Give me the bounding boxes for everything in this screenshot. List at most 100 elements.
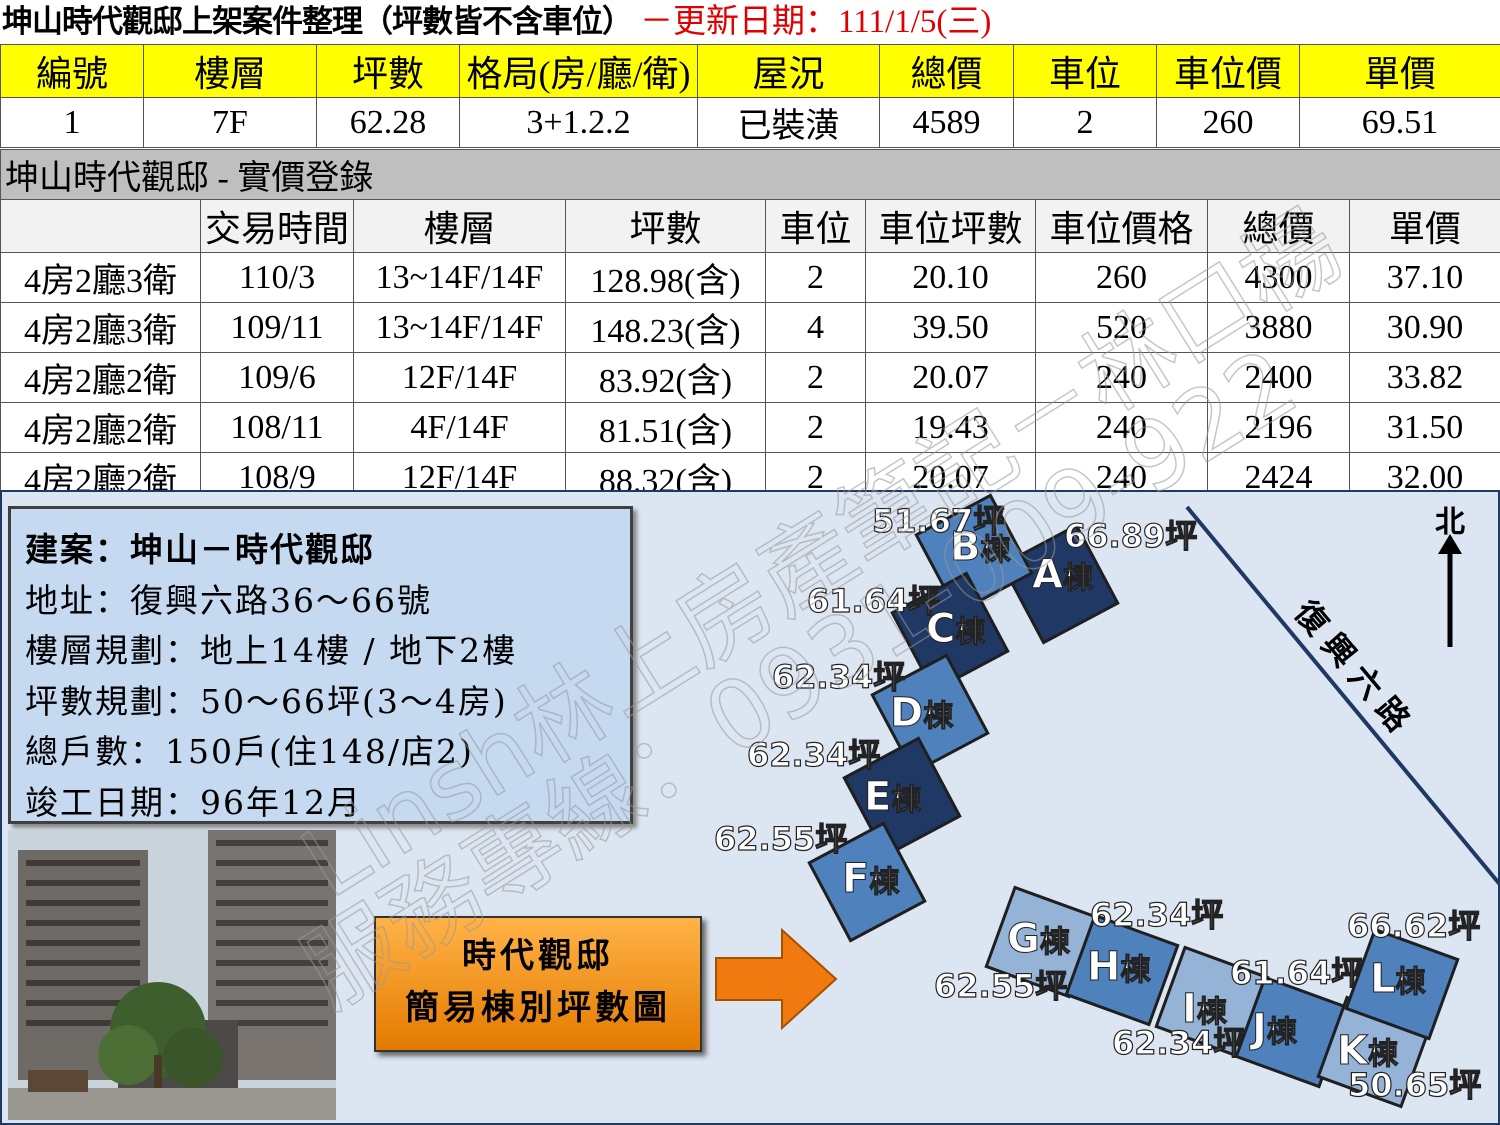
- table-cell: 12F/14F: [353, 352, 566, 403]
- col-header: 坪數: [316, 44, 460, 98]
- col-header: 車位坪數: [865, 199, 1036, 253]
- building-label-l: L棟: [1370, 956, 1427, 1002]
- listing-table: 編號 樓層 坪數 格局(房/廳/衛) 屋況 總價 車位 車位價 單價 1 7F …: [0, 44, 1500, 148]
- col-header: 車位價格: [1035, 199, 1208, 253]
- building-area-e: 62.34坪: [747, 736, 880, 774]
- table-cell: 4房2廳2衛: [0, 352, 201, 403]
- update-date: －更新日期：111/1/5(三): [640, 4, 992, 40]
- col-header: 屋況: [697, 44, 880, 98]
- table-cell: 7F: [143, 97, 317, 148]
- table-cell: 4房2廳2衛: [0, 402, 201, 453]
- table-cell: 13~14F/14F: [353, 302, 566, 353]
- building-label-a: A棟: [1032, 552, 1094, 598]
- building-label-e: E棟: [864, 774, 922, 820]
- table-cell: 69.51: [1299, 97, 1500, 148]
- table-cell: 109/6: [200, 352, 354, 403]
- col-header: 坪數: [565, 199, 766, 253]
- col-header: 車位: [765, 199, 866, 253]
- building-area-k: 50.65坪: [1348, 1066, 1481, 1104]
- col-header: 格局(房/廳/衛): [459, 44, 698, 98]
- diagram-title-line2: 簡易棟別坪數圖: [405, 988, 671, 1028]
- table-cell: 20.10: [865, 252, 1036, 303]
- north-label: 北: [1435, 505, 1465, 540]
- table-cell: 19.43: [865, 402, 1036, 453]
- col-header: 樓層: [353, 199, 566, 253]
- table-row: 1 7F 62.28 3+1.2.2 已裝潢 4589 2 260 69.51: [0, 97, 1500, 148]
- table-cell: 20.07: [865, 352, 1036, 403]
- diagram-title-box: 時代觀邸 簡易棟別坪數圖: [374, 916, 702, 1052]
- building-area-h: 62.34坪: [1090, 896, 1223, 934]
- table-cell: 31.50: [1348, 402, 1500, 453]
- table-cell: 13~14F/14F: [353, 252, 566, 303]
- table-cell: 3880: [1207, 302, 1350, 353]
- col-header: 總價: [1207, 199, 1350, 253]
- building-label-b: B棟: [950, 524, 1012, 570]
- table-cell: 3+1.2.2: [459, 97, 698, 148]
- table-cell: 240: [1035, 352, 1208, 403]
- building-area-a: 66.89坪: [1064, 517, 1197, 555]
- table-cell: 37.10: [1348, 252, 1500, 303]
- table-cell: 128.98(含): [565, 252, 766, 303]
- building-label-j: J棟: [1249, 1006, 1298, 1052]
- table-cell: 4: [765, 302, 866, 353]
- table-cell: 240: [1035, 402, 1208, 453]
- table-cell: 2196: [1207, 402, 1350, 453]
- info-line: 樓層規劃：地上14樓 / 地下2樓: [25, 631, 518, 670]
- col-header: 單價: [1299, 44, 1500, 98]
- col-header: 總價: [879, 44, 1014, 98]
- table-cell: 4房2廳3衛: [0, 302, 201, 353]
- building-label-c: C棟: [926, 606, 986, 652]
- diagram-title-line1: 時代觀邸: [462, 936, 614, 976]
- building-f: [807, 821, 927, 943]
- transactions-table: 坤山時代觀邸 - 實價登錄 交易時間樓層坪數車位車位坪數車位價格總價單價 4房2…: [0, 149, 1500, 503]
- building-a: [1000, 523, 1120, 645]
- table-cell: 已裝潢: [697, 97, 880, 148]
- building-area-j: 61.64坪: [1230, 954, 1363, 992]
- table-cell: 30.90: [1348, 302, 1500, 353]
- transactions-header-row: 交易時間樓層坪數車位車位坪數車位價格總價單價: [0, 199, 1500, 253]
- table-cell: 2: [1013, 97, 1157, 148]
- building-d: [870, 653, 990, 775]
- table-cell: 83.92(含): [565, 352, 766, 403]
- project-panel: 建案：坤山－時代觀邸 地址：復興六路36～66號 樓層規劃：地上14樓 / 地下…: [0, 490, 1500, 1125]
- building-photo: [8, 830, 336, 1120]
- project-info-box: 建案：坤山－時代觀邸 地址：復興六路36～66號 樓層規劃：地上14樓 / 地下…: [8, 506, 633, 824]
- building-area-f: 62.55坪: [714, 820, 847, 858]
- table-cell: 39.50: [865, 302, 1036, 353]
- table-cell: 2: [765, 252, 866, 303]
- table-cell: 4300: [1207, 252, 1350, 303]
- listing-header-row: 編號 樓層 坪數 格局(房/廳/衛) 屋況 總價 車位 車位價 單價: [0, 44, 1500, 98]
- table-cell: 108/11: [200, 402, 354, 453]
- building-label-i: I棟: [1182, 986, 1228, 1032]
- table-cell: 33.82: [1348, 352, 1500, 403]
- col-header: 樓層: [143, 44, 317, 98]
- info-line: 地址：復興六路36～66號: [25, 580, 432, 620]
- table-cell: 2: [765, 352, 866, 403]
- col-header: 車位價: [1156, 44, 1300, 98]
- road-label: 復興六路: [1286, 593, 1424, 747]
- info-line: 竣工日期：96年12月: [25, 782, 362, 822]
- table-cell: 1: [0, 97, 144, 148]
- building-area-c: 61.64坪: [807, 582, 940, 620]
- building-area-g: 62.55坪: [934, 967, 1067, 1005]
- page-title: 坤山時代觀邸上架案件整理（坪數皆不含車位）－更新日期：111/1/5(三): [2, 0, 991, 44]
- table-cell: 109/11: [200, 302, 354, 353]
- building-area-b: 51.67坪: [872, 502, 1005, 540]
- building-label-h: H棟: [1087, 944, 1151, 990]
- info-line: 總戶數：150戶(住148/店2): [25, 732, 474, 771]
- table-cell: 110/3: [200, 252, 354, 303]
- table-cell: 4589: [879, 97, 1014, 148]
- building-area-d: 62.34坪: [772, 658, 905, 696]
- table-cell: 62.28: [316, 97, 460, 148]
- table-cell: 260: [1035, 252, 1208, 303]
- site-map: 北 復興六路 A棟66.89坪B棟51.67坪C棟61.64坪D棟62.34坪E…: [713, 493, 1498, 1109]
- table-cell: 4F/14F: [353, 402, 566, 453]
- table-cell: 108/9: [200, 452, 354, 503]
- building-h: [1064, 913, 1180, 1027]
- table-cell: 2400: [1207, 352, 1350, 403]
- right-arrow-icon: [715, 927, 838, 1031]
